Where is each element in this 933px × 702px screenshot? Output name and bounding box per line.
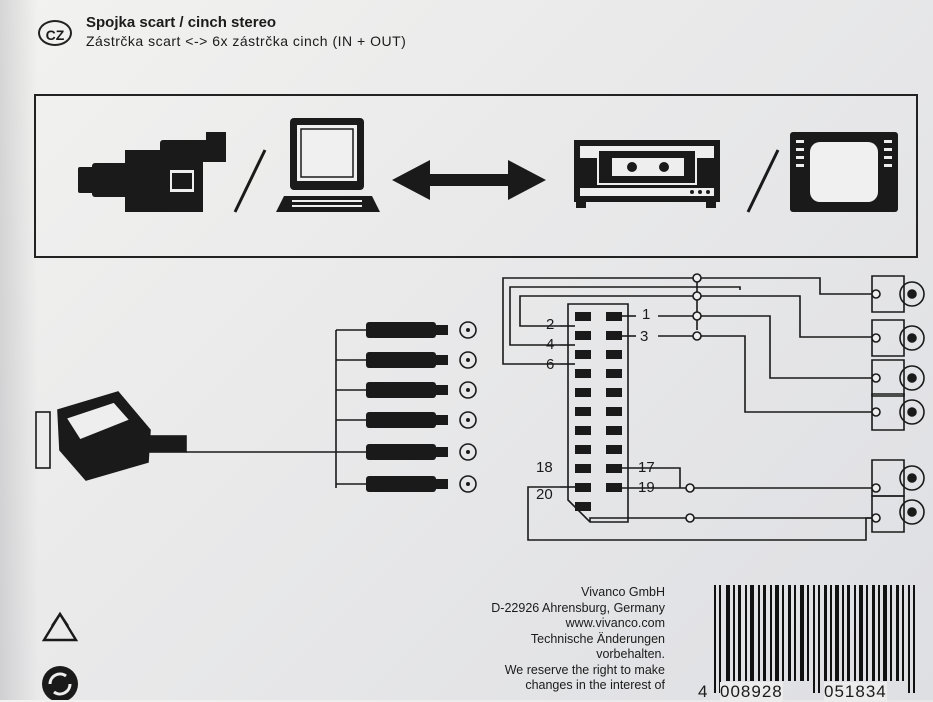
rca-socket (871, 393, 925, 431)
barcode-digits-mid: 008928 (720, 682, 783, 702)
rca-plug (366, 443, 477, 461)
scart-socket (502, 273, 880, 541)
pin-label-17: 17 (638, 459, 655, 476)
computer-icon (276, 118, 380, 212)
green-dot-icon (42, 666, 78, 700)
company-info: Vivanco GmbH D-22926 Ahrensburg, Germany… (405, 585, 665, 694)
vcr-icon (574, 140, 720, 208)
pin-label-19: 19 (638, 479, 655, 496)
rca-plug (366, 411, 477, 429)
rca-socket (871, 319, 925, 357)
disclaimer-en-2: changes in the interest of (525, 678, 665, 692)
barcode-digit-left: 4 (698, 682, 708, 701)
rca-plug (366, 475, 477, 493)
disclaimer-de-1: Technische Änderungen (530, 631, 665, 646)
language-badge: CZ (38, 20, 72, 46)
company-website: www.vivanco.com (565, 616, 665, 630)
rca-socket (871, 459, 925, 497)
pin-label-2: 2 (546, 316, 555, 333)
disclaimer-en-1: We reserve the right to make (504, 662, 665, 677)
scart-plug-end (35, 411, 51, 469)
recycle-icon (41, 611, 79, 642)
divider-slash-2 (746, 149, 780, 213)
company-address: D-22926 Ahrensburg, Germany (491, 600, 665, 615)
pin-label-3: 3 (640, 328, 649, 345)
paper-shadow (0, 0, 38, 700)
barcode-digits-right: 051834 (824, 682, 887, 702)
disclaimer-de-2: vorbehalten. (596, 647, 665, 661)
rca-plug (366, 321, 477, 339)
rca-socket (871, 359, 925, 397)
product-subtitle: Zástrčka scart <-> 6x zástrčka cinch (IN… (86, 33, 407, 49)
rca-plug (366, 351, 477, 369)
product-title: Spojka scart / cinch stereo (86, 14, 277, 31)
company-name: Vivanco GmbH (581, 585, 665, 599)
rca-plug (366, 381, 477, 399)
pin-label-4: 4 (546, 336, 555, 353)
double-arrow-icon (392, 160, 546, 200)
pin-label-6: 6 (546, 356, 555, 373)
device-panel (34, 94, 918, 258)
camcorder-icon (78, 132, 226, 212)
rca-plugs (366, 321, 477, 493)
rca-socket (871, 275, 925, 313)
pin-label-18: 18 (536, 459, 553, 476)
barcode (714, 585, 915, 693)
divider-slash-1 (233, 149, 267, 213)
rca-sockets (871, 275, 925, 533)
pin-label-1: 1 (642, 306, 651, 323)
pin-label-20: 20 (536, 486, 553, 503)
rca-socket (871, 495, 925, 533)
tv-icon (790, 132, 898, 212)
